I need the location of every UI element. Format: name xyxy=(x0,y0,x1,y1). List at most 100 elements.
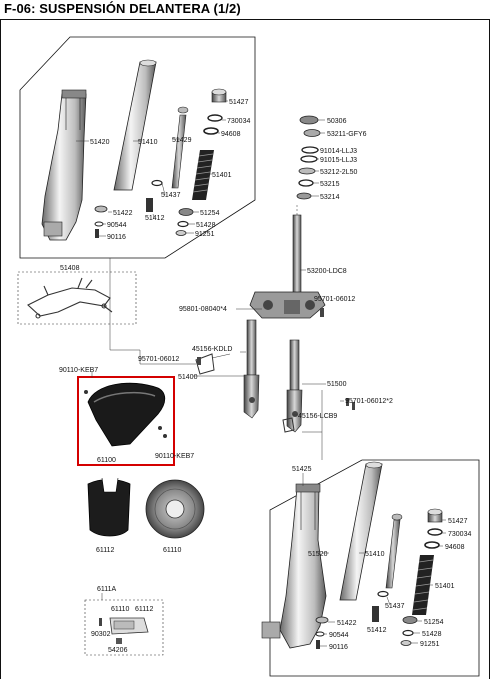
label-51425: 51425 xyxy=(292,466,312,473)
label-90116-lower: 90116 xyxy=(329,644,348,651)
brake-disc-cover-61110[interactable] xyxy=(145,479,205,539)
label-51422-lower: 51422 xyxy=(337,620,357,627)
bolt-95701-stem[interactable] xyxy=(320,308,324,317)
seal-51437-lower[interactable] xyxy=(377,590,389,598)
label-730034-upper: 730034 xyxy=(227,118,250,125)
label-94608-lower: 94608 xyxy=(445,544,465,551)
label-95801-08040x4: 95801-08040*4 xyxy=(179,306,227,313)
label-53212-2l50: 53212-2L50 xyxy=(320,169,357,176)
label-45156-kdld: 45156-KDLD xyxy=(192,346,232,353)
seal-51254-lower[interactable] xyxy=(402,616,418,624)
label-51427-lower: 51427 xyxy=(448,518,468,525)
washer-94608-lower[interactable] xyxy=(424,541,440,549)
label-45156-lcb9: 45156-LCB9 xyxy=(298,413,337,420)
bearing-53212[interactable] xyxy=(298,167,316,175)
leader-lines-stem xyxy=(311,119,325,197)
label-53211-gfy6: 53211-GFY6 xyxy=(327,131,367,138)
label-51254-upper: 51254 xyxy=(200,210,220,217)
bolt-90116-upper[interactable] xyxy=(95,229,99,238)
label-90302: 90302 xyxy=(91,631,111,638)
leader-lines-lower-right xyxy=(302,473,446,647)
ring-51428-upper[interactable] xyxy=(177,220,189,228)
label-51428-upper: 51428 xyxy=(196,222,216,229)
label-90116-upper: 90116 xyxy=(107,234,126,241)
bracket-51408[interactable] xyxy=(27,277,113,319)
fork-inner-tube-51410[interactable] xyxy=(113,59,157,191)
clip-54206[interactable] xyxy=(116,638,122,644)
bracket-45156-kdld[interactable] xyxy=(195,353,215,375)
damper-rod-51429-lower[interactable] xyxy=(385,513,403,589)
label-61112: 61112 xyxy=(96,547,115,554)
bracket-45156-lcb9[interactable] xyxy=(282,417,295,433)
bolt-90116-lower[interactable] xyxy=(316,640,320,649)
fork-assembly-51400-left-leg[interactable] xyxy=(243,319,260,419)
label-54206: 54206 xyxy=(108,647,128,654)
steering-bearing-stack xyxy=(296,115,321,200)
fork-assembly-51500-right-leg[interactable] xyxy=(286,339,303,433)
label-51410-lower: 51410 xyxy=(365,551,385,558)
damper-rod-51429[interactable] xyxy=(171,106,189,189)
label-53215: 53215 xyxy=(320,181,340,188)
nut-50306[interactable] xyxy=(299,115,319,125)
race-91014[interactable] xyxy=(301,146,319,154)
front-fender-61100[interactable] xyxy=(87,382,166,447)
o-ring-730034-upper[interactable] xyxy=(207,114,223,122)
piece-51412-upper[interactable] xyxy=(146,198,153,212)
label-51420: 51420 xyxy=(90,139,110,146)
o-ring-730034-lower[interactable] xyxy=(427,528,443,536)
label-51437-upper: 51437 xyxy=(161,192,181,199)
page-title: F-06: SUSPENSIÓN DELANTERA (1/2) xyxy=(4,1,241,16)
fork-spring-51401[interactable] xyxy=(192,150,214,200)
label-51412-upper: 51412 xyxy=(145,215,165,222)
washer-90544-upper[interactable] xyxy=(94,221,104,227)
ring-51428-lower[interactable] xyxy=(402,629,414,637)
clip-91251-upper[interactable] xyxy=(175,230,187,236)
screw-90302[interactable] xyxy=(99,618,102,626)
fork-inner-tube-51410-lower[interactable] xyxy=(339,461,383,601)
reflector-61110-small[interactable] xyxy=(109,617,149,635)
bolts-95701-center[interactable] xyxy=(197,357,355,410)
screws-90110-fender[interactable] xyxy=(84,390,167,438)
label-51400: 51400 xyxy=(178,374,198,381)
label-51254-lower: 51254 xyxy=(424,619,444,626)
fork-cap-51427-lower[interactable] xyxy=(427,508,443,523)
piece-51412-lower[interactable] xyxy=(372,606,379,622)
race-53214[interactable] xyxy=(296,192,312,200)
oil-seal-51422-upper[interactable] xyxy=(94,205,108,213)
label-91251-upper: 91251 xyxy=(195,231,215,238)
label-95701-stem: 95701-06012 xyxy=(314,296,355,303)
label-53214: 53214 xyxy=(320,194,340,201)
nut-53211[interactable] xyxy=(303,129,321,137)
label-61110-small: 61110 xyxy=(111,606,130,613)
clip-91251-lower[interactable] xyxy=(400,640,412,646)
upper-left-fork-panel xyxy=(19,36,256,259)
label-95701-x2: 95701-06012*2 xyxy=(345,398,393,405)
washer-90544-lower[interactable] xyxy=(315,631,325,637)
label-51500: 51500 xyxy=(327,381,347,388)
fork-outer-tube-51420[interactable] xyxy=(41,89,87,241)
leader-lines-center xyxy=(139,350,344,460)
part-labels: 51427 730034 94608 51420 51410 51429 514… xyxy=(59,99,471,654)
label-94608-upper: 94608 xyxy=(221,131,241,138)
seal-51254-upper[interactable] xyxy=(178,208,194,216)
steering-stem-53200[interactable] xyxy=(249,214,326,319)
fork-spring-51401-lower[interactable] xyxy=(412,555,434,615)
label-51401-upper: 51401 xyxy=(212,172,232,179)
inner-fender-61112[interactable] xyxy=(87,477,131,537)
lower-right-fork-panel xyxy=(269,459,480,677)
race-53215[interactable] xyxy=(298,179,314,187)
label-51410-upper: 51410 xyxy=(138,139,158,146)
oil-seal-51422-lower[interactable] xyxy=(315,616,329,624)
label-51520: 51520 xyxy=(308,551,328,558)
label-90110-keb7-top: 90110-KEB7 xyxy=(59,367,98,374)
fork-outer-tube-51520[interactable] xyxy=(261,483,327,649)
seal-51437-upper[interactable] xyxy=(151,179,163,187)
label-51422-upper: 51422 xyxy=(113,210,133,217)
washer-94608-upper[interactable] xyxy=(203,127,219,135)
label-61110: 61110 xyxy=(163,547,182,554)
fork-cap-51427-upper[interactable] xyxy=(211,88,227,103)
label-50306: 50306 xyxy=(327,118,347,125)
race-91015[interactable] xyxy=(300,155,318,163)
label-51401-lower: 51401 xyxy=(435,583,455,590)
bracket-box-51408 xyxy=(17,271,137,325)
